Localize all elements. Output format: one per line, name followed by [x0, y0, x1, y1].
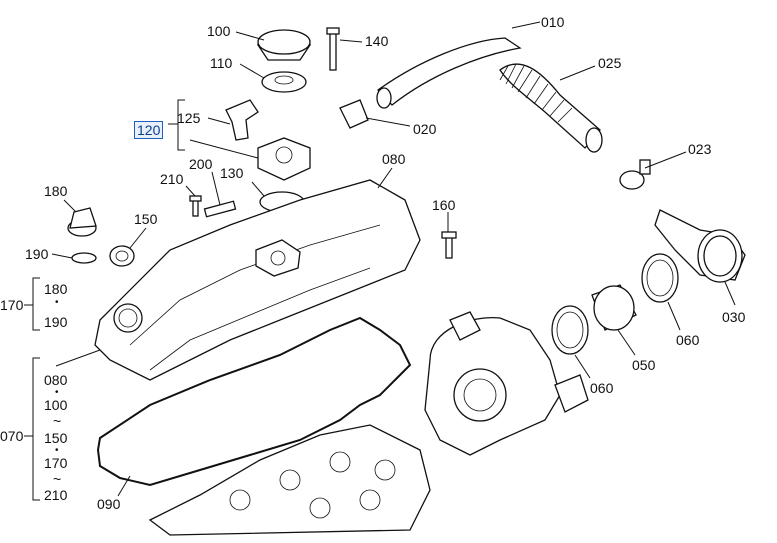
corrugated-hose: [499, 63, 603, 153]
group-brackets: [24, 99, 185, 501]
group-070-item: 100: [44, 397, 68, 413]
callout-030[interactable]: 030: [722, 309, 746, 325]
turbocharger: [424, 311, 589, 456]
bolt-140: [326, 27, 340, 71]
hose-clamp-060-left: [551, 305, 589, 355]
o-ring-190: [71, 252, 97, 264]
hose-clamp-060-right: [641, 253, 679, 303]
bolt-160: [441, 231, 457, 259]
callout-080[interactable]: 080: [382, 151, 406, 167]
group-070-label[interactable]: 070: [0, 428, 24, 444]
group-070-item: 150: [44, 430, 68, 446]
callout-010[interactable]: 010: [541, 14, 565, 30]
callout-025[interactable]: 025: [598, 55, 622, 71]
callout-200[interactable]: 200: [189, 156, 213, 172]
callout-150[interactable]: 150: [134, 211, 158, 227]
callout-100[interactable]: 100: [207, 23, 231, 39]
callout-140[interactable]: 140: [365, 33, 389, 49]
valve-cover-080: [94, 179, 421, 381]
callout-130[interactable]: 130: [220, 165, 244, 181]
group-070-item: 210: [44, 487, 68, 503]
group-070-sep: ~: [53, 471, 62, 487]
group-070-item: 080: [44, 372, 68, 388]
group-070-sep: ~: [53, 413, 62, 429]
callout-125[interactable]: 125: [177, 110, 201, 126]
oil-filler-cap-180: [67, 207, 97, 237]
inlet-pipe-030: [654, 209, 746, 283]
callout-090[interactable]: 090: [97, 496, 121, 512]
callout-060-right[interactable]: 060: [676, 332, 700, 348]
callout-020[interactable]: 020: [413, 121, 437, 137]
group-070-item: 170: [44, 455, 68, 471]
elbow-125: [225, 99, 259, 141]
leader-lines: [51, 21, 736, 497]
callout-210[interactable]: 210: [160, 171, 184, 187]
callout-120[interactable]: 120: [134, 121, 164, 139]
callout-180[interactable]: 180: [44, 183, 68, 199]
hose-clamp-023: [619, 159, 651, 190]
seal-150: [109, 245, 135, 267]
breather-cap-100: [256, 29, 312, 61]
group-170-item: 190: [44, 314, 68, 330]
callout-160[interactable]: 160: [432, 197, 456, 213]
group-070-sep: •: [55, 445, 59, 456]
callout-050[interactable]: 050: [632, 357, 656, 373]
cylinder-head: [148, 424, 431, 536]
group-170-sep: •: [55, 297, 59, 308]
clip-020: [339, 99, 369, 129]
breather-hose: [376, 37, 522, 109]
gasket-090: [96, 316, 412, 487]
bolt-210: [189, 195, 202, 217]
group-170-item: 180: [44, 281, 68, 297]
callout-023[interactable]: 023: [688, 141, 712, 157]
breather-body-120: [257, 137, 311, 181]
gasket-200: [203, 200, 237, 218]
hose-050: [591, 284, 637, 331]
group-070-sep: •: [55, 387, 59, 398]
callout-190[interactable]: 190: [25, 246, 49, 262]
callout-060-left[interactable]: 060: [590, 380, 614, 396]
callout-110[interactable]: 110: [210, 55, 233, 71]
plate-110: [261, 71, 307, 93]
group-170-label[interactable]: 170: [0, 297, 24, 313]
